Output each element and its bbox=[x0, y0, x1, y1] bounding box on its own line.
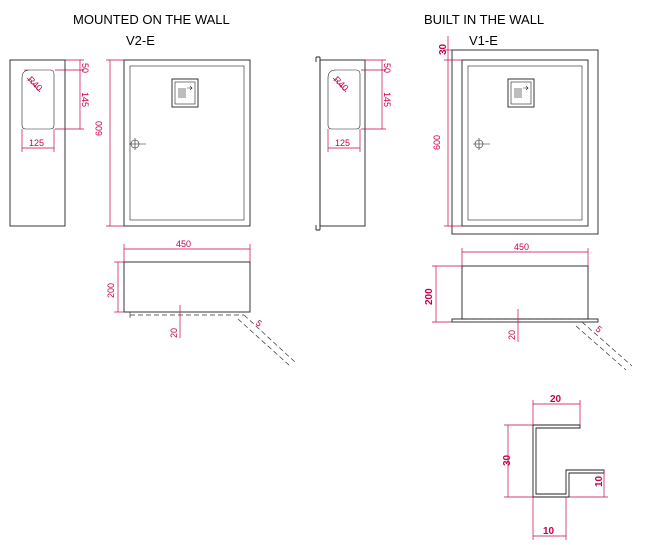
right-dim-depth: 200 bbox=[424, 288, 435, 305]
left-front-view: 600 bbox=[94, 59, 251, 227]
right-dim-height: 600 bbox=[432, 135, 442, 150]
right-dim-top: 50 bbox=[382, 63, 392, 73]
left-dim-depth: 200 bbox=[106, 283, 116, 298]
right-dim-flange: 30 bbox=[438, 43, 449, 55]
profile-dim-height: 30 bbox=[502, 454, 513, 466]
right-front-view: 30 600 bbox=[432, 36, 599, 235]
left-dim-height: 600 bbox=[94, 121, 104, 136]
left-side-view: R40 50 145 125 bbox=[9, 59, 90, 227]
profile-dim-bottom: 10 bbox=[543, 526, 555, 537]
right-dim-door: 20 bbox=[507, 330, 517, 340]
left-dim-top: 50 bbox=[80, 63, 90, 73]
right-dim-swing: 5 bbox=[594, 324, 604, 335]
left-top-view: 450 20 5 200 bbox=[106, 239, 296, 367]
right-side-view: R40 50 145 125 bbox=[315, 56, 392, 231]
left-dim-door: 20 bbox=[169, 328, 179, 338]
left-dim-width: 450 bbox=[176, 239, 191, 249]
left-title: MOUNTED ON THE WALL bbox=[73, 12, 230, 27]
right-code: V1-E bbox=[469, 33, 498, 48]
right-dim-window-width: 125 bbox=[335, 138, 350, 148]
profile-dim-foot: 10 bbox=[594, 475, 605, 487]
profile-dim-top: 20 bbox=[550, 394, 562, 405]
left-dim-window-width: 125 bbox=[29, 138, 44, 148]
left-code: V2-E bbox=[126, 33, 155, 48]
left-dim-window-height: 145 bbox=[80, 92, 90, 107]
right-dim-width: 450 bbox=[514, 242, 529, 252]
left-dim-swing: 5 bbox=[254, 318, 264, 329]
right-radius-label: R40 bbox=[332, 74, 351, 93]
profile-detail: 20 30 10 10 bbox=[502, 394, 608, 540]
right-dim-window-height: 145 bbox=[382, 92, 392, 107]
left-radius-label: R40 bbox=[26, 74, 45, 93]
right-title: BUILT IN THE WALL bbox=[424, 12, 544, 27]
right-top-view: 450 20 5 200 bbox=[424, 242, 633, 371]
